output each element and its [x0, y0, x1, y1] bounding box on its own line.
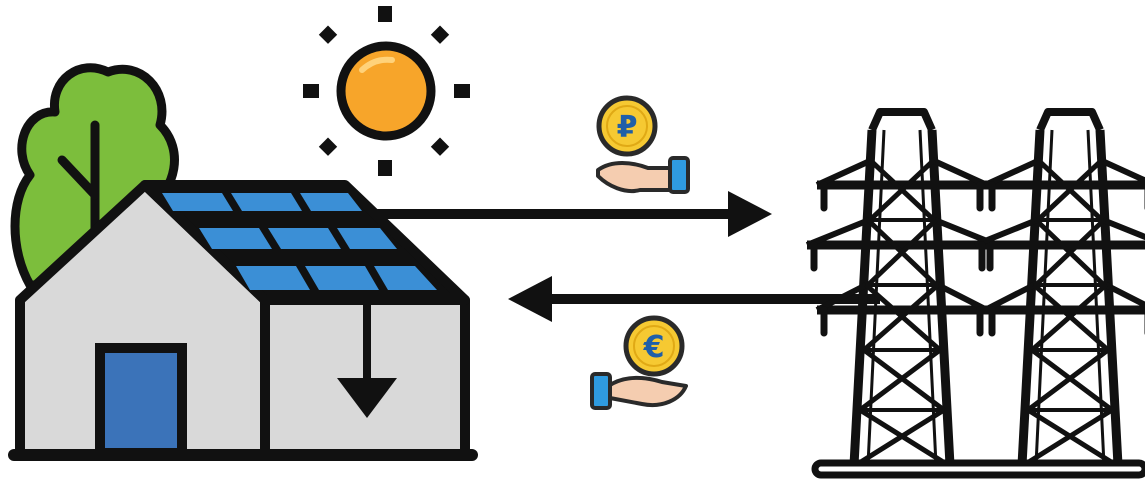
payment-received: ₽	[596, 95, 690, 194]
door	[95, 343, 187, 458]
coin-icon: ₽	[596, 95, 658, 157]
pylon-base	[811, 459, 1145, 479]
import-arrow	[508, 276, 880, 322]
coin-symbol: ₽	[617, 110, 638, 145]
coin-icon: €	[623, 315, 685, 377]
pylon-icon	[807, 112, 997, 465]
house-icon	[8, 180, 478, 461]
payment-made: €	[590, 315, 688, 410]
coin-symbol: €	[643, 330, 665, 365]
pylon-icon	[975, 112, 1145, 465]
tree-icon	[10, 63, 179, 290]
solar-panel-icon	[162, 193, 437, 290]
export-arrow	[375, 191, 772, 237]
hand-icon	[590, 372, 688, 410]
hand-icon	[596, 156, 690, 194]
sun-icon	[303, 6, 470, 176]
